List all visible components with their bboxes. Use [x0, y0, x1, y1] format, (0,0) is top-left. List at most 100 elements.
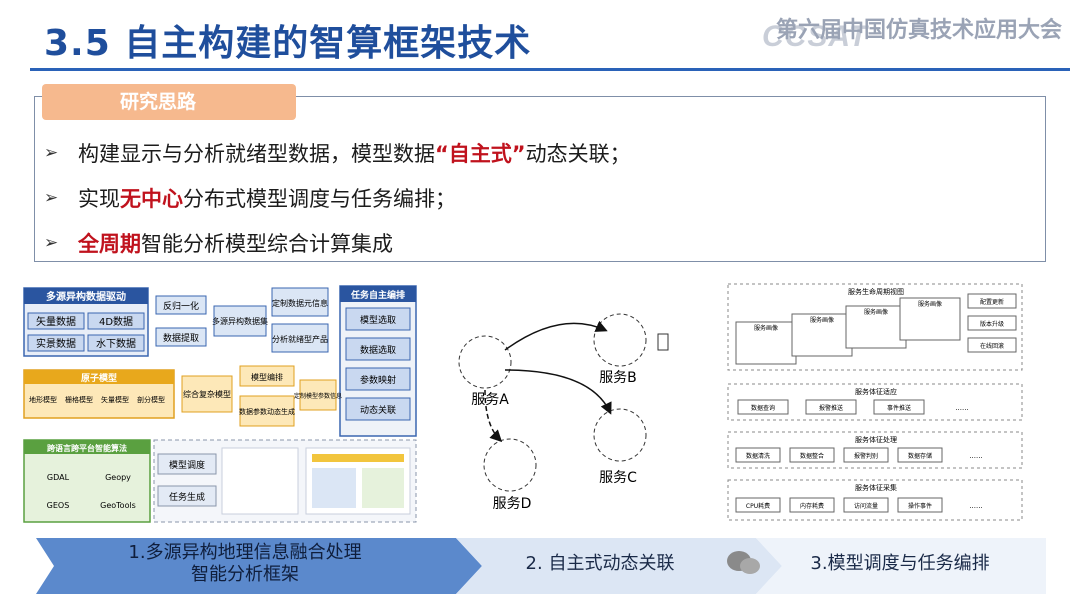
mid-label: 模型编排: [251, 372, 283, 382]
side-box: [967, 337, 1017, 353]
edge-a-d: [484, 389, 503, 443]
output-box: [271, 323, 329, 353]
ellipsis: ......: [969, 502, 982, 510]
atom-label: 剖分模型: [137, 395, 165, 404]
algo-label: GeoTools: [100, 501, 136, 510]
bullet-highlight: “自主式”: [435, 141, 526, 166]
layer-title: 服务体征采集: [855, 483, 897, 492]
image-card: [735, 321, 797, 365]
service-graph-diagram: 服务A 服务B 服务C 服务D: [458, 313, 669, 512]
stage-line: 智能分析框架: [191, 564, 299, 585]
stage-arrow-3: [756, 538, 1046, 594]
sched-label: 模型调度: [169, 459, 205, 471]
dashboard-panel: [362, 468, 404, 508]
layer-box: [805, 399, 857, 415]
stage-arrow-2: [456, 538, 782, 594]
mid-box: [239, 395, 295, 427]
stage-label-3: 3.模型调度与任务编排: [810, 553, 990, 574]
edge-a-c: [504, 369, 612, 415]
source-chip: [87, 334, 145, 352]
task-item: [345, 367, 411, 391]
image-card: [899, 297, 961, 341]
layer-label: 数据存储: [908, 452, 932, 460]
layer-label: 操作事件: [908, 502, 932, 510]
arrow-bullet-icon: ➢: [44, 142, 59, 163]
layer-box: [737, 399, 789, 415]
complex-model-box: [181, 375, 233, 413]
stage-line: 1.多源异构地理信息融合处理: [128, 542, 362, 563]
complex-model-label: 综合复杂模型: [183, 389, 231, 399]
stage-label-1: 1.多源异构地理信息融合处理 智能分析框架: [60, 542, 430, 586]
ellipsis: ......: [955, 404, 968, 412]
layer-label: 访问流量: [854, 502, 878, 510]
process-label: 反归一化: [163, 300, 199, 312]
service-node-b: [593, 313, 647, 367]
source-title-bg: [24, 288, 148, 304]
bullet-text: 构建显示与分析就绪型数据，模型数据: [78, 141, 435, 166]
image-label: 服务画像: [810, 316, 834, 324]
bullet-text: 智能分析模型综合计算集成: [141, 231, 393, 256]
process-box: [155, 327, 207, 347]
task-label: 参数映射: [360, 374, 396, 386]
edge-a-b: [504, 320, 608, 351]
atom-title: 原子模型: [81, 372, 117, 384]
bullet-list: ➢ 构建显示与分析就绪型数据，模型数据“自主式”动态关联； ➢ 实现无中心分布式…: [44, 130, 631, 265]
layer-box: [897, 497, 943, 513]
source-label: 4D数据: [99, 315, 133, 328]
layer-box: [873, 399, 925, 415]
algo-title: 跨语言跨平台智能算法: [47, 443, 127, 453]
bullet-item: ➢ 全周期智能分析模型综合计算集成: [44, 220, 631, 265]
task-label: 数据选取: [360, 344, 396, 356]
side-label: 在线回滚: [980, 342, 1004, 350]
source-chip: [27, 312, 85, 330]
dataset-label: 多源异构数据集: [212, 316, 268, 326]
wechat-icon: [727, 551, 760, 574]
atom-label: 矢量模型: [101, 395, 129, 404]
side-box: [967, 293, 1017, 309]
bullet-item: ➢ 实现无中心分布式模型调度与任务编排；: [44, 175, 631, 220]
sched-box: [157, 453, 217, 475]
source-title: 多源异构数据驱动: [46, 290, 126, 303]
database-icon: [657, 333, 669, 351]
layer-box: [789, 447, 835, 463]
dashboard-panel: [312, 468, 356, 508]
bullet-text: 动态关联；: [525, 141, 631, 166]
conference-logo: CCSAT 第六届中国仿真技术应用大会: [762, 8, 1062, 62]
process-box: [155, 295, 207, 315]
algo-label: Geopy: [105, 473, 131, 482]
layer-label: 事件推送: [887, 404, 911, 412]
image-label: 服务画像: [754, 324, 778, 332]
layer-label: 数据清洗: [746, 452, 770, 460]
layer-title: 服务体征处理: [855, 435, 897, 444]
mid-label: 数据参数动态生成: [239, 407, 295, 416]
dataset-box: [213, 305, 267, 337]
network-illustration: [221, 447, 299, 515]
image-label: 服务画像: [864, 308, 888, 316]
task-item: [345, 307, 411, 331]
layer-box: [897, 447, 943, 463]
algo-label: GEOS: [47, 501, 70, 510]
service-node-c: [593, 408, 647, 462]
source-label: 水下数据: [96, 337, 136, 350]
side-label: 版本升级: [980, 320, 1004, 328]
service-label: 服务B: [599, 370, 637, 386]
section-tag: 研究思路: [42, 84, 296, 120]
stage-label-2: 2. 自主式动态关联: [525, 553, 675, 574]
layer-box: [843, 447, 889, 463]
layer-label: 报警推送: [819, 404, 843, 412]
task-item: [345, 397, 411, 421]
bullet-text: 分布式模型调度与任务编排；: [183, 186, 456, 211]
output-label: 分析就绪型产品: [272, 334, 328, 344]
layer-label: 数据查询: [751, 404, 775, 412]
task-title-bg: [340, 286, 416, 302]
source-label: 矢量数据: [36, 315, 76, 328]
bullet-text: 实现: [78, 186, 120, 211]
bullet-item: ➢ 构建显示与分析就绪型数据，模型数据“自主式”动态关联；: [44, 130, 631, 175]
layer-box: [843, 497, 889, 513]
title-divider: [30, 68, 1070, 71]
sched-box: [157, 485, 217, 507]
output-box: [271, 287, 329, 317]
sched-label: 任务生成: [169, 491, 205, 503]
side-box: [967, 315, 1017, 331]
service-label: 服务A: [471, 392, 509, 408]
